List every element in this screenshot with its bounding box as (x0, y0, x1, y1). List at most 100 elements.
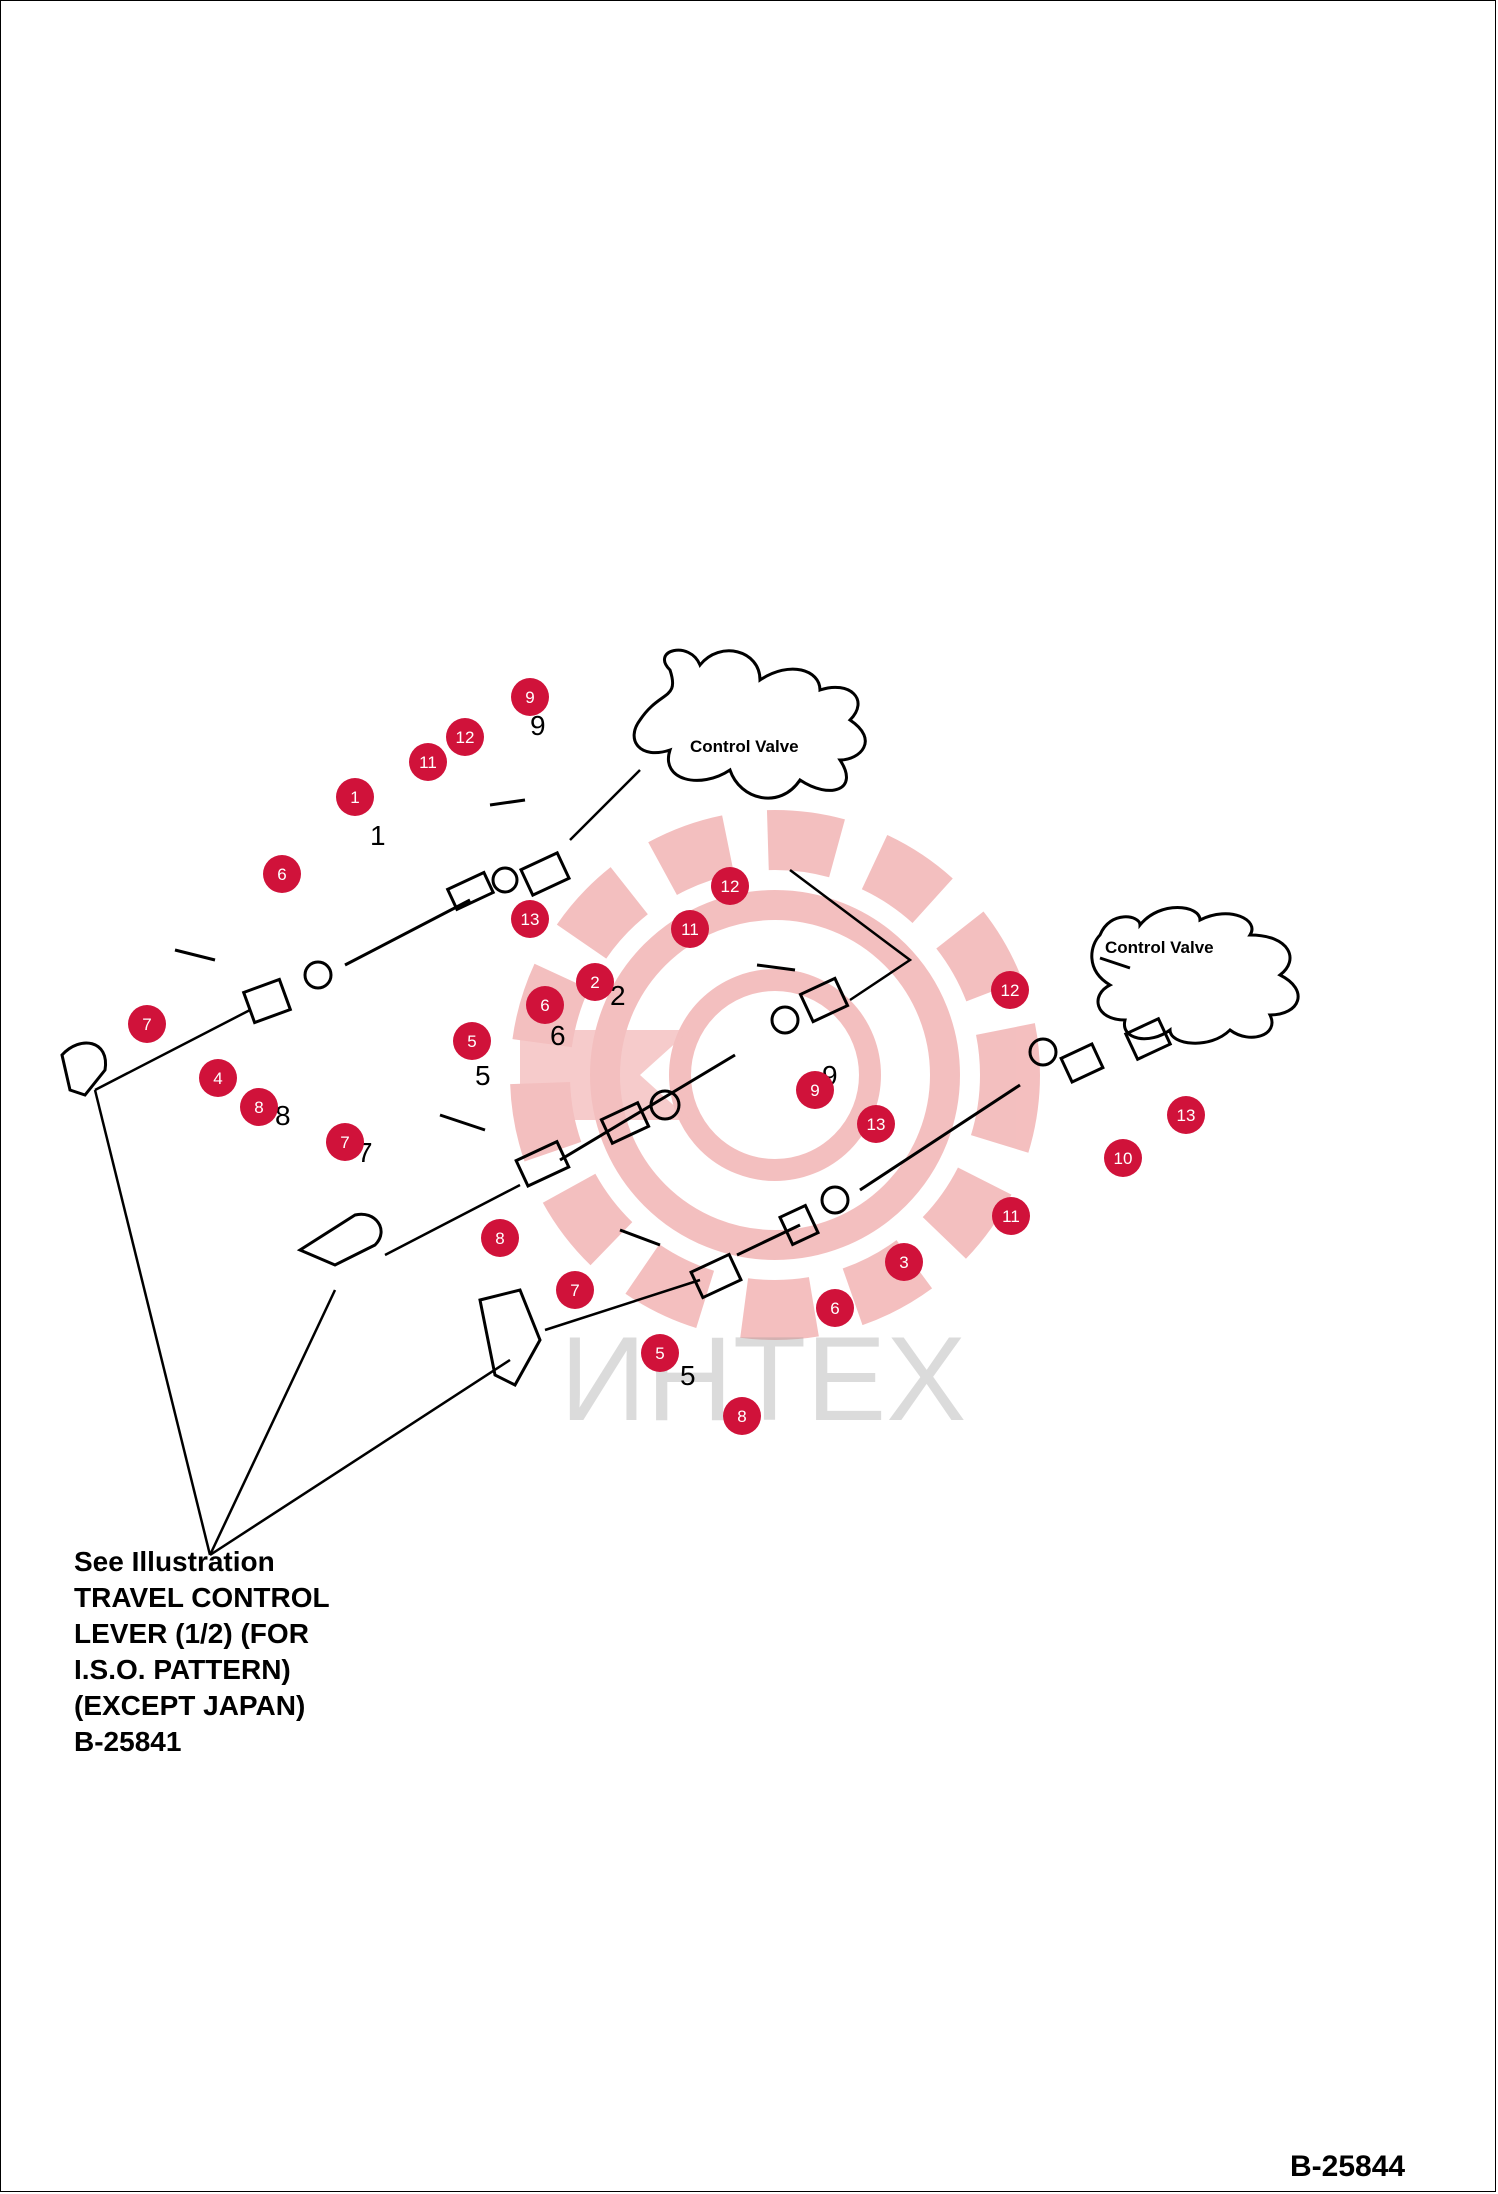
callout-number: 13 (867, 1115, 886, 1134)
callout-badge-11[interactable]: 11 (992, 1197, 1030, 1235)
callout-circle (1167, 1096, 1205, 1134)
note-line: TRAVEL CONTROL (74, 1582, 330, 1613)
note-line: (EXCEPT JAPAN) (74, 1690, 306, 1721)
callout-badge-8[interactable]: 8 (240, 1088, 278, 1126)
callout-number: 9 (525, 688, 534, 707)
callout-circle (240, 1088, 278, 1126)
callout-badge-13[interactable]: 13 (1167, 1096, 1205, 1134)
callout-circle (526, 986, 564, 1024)
callout-number: 8 (737, 1407, 746, 1426)
callout-circle (992, 1197, 1030, 1235)
callout-badge-7[interactable]: 7 (326, 1123, 364, 1161)
callout-number: 7 (142, 1015, 151, 1034)
control-valve-label-right: Control Valve (1105, 938, 1214, 957)
callout-circle (511, 678, 549, 716)
callout-badge-6[interactable]: 6 (263, 855, 301, 893)
callout-circle (1104, 1139, 1142, 1177)
callout-badge-10[interactable]: 10 (1104, 1139, 1142, 1177)
callout-number: 10 (1114, 1149, 1133, 1168)
callout-circle (326, 1123, 364, 1161)
callout-circle (511, 900, 549, 938)
callout-circle (671, 910, 709, 948)
callout-number: 6 (277, 865, 286, 884)
callout-number: 7 (340, 1133, 349, 1152)
callout-circle (796, 1071, 834, 1109)
note-line: LEVER (1/2) (FOR (74, 1618, 309, 1649)
svg-text:5: 5 (680, 1360, 696, 1391)
callout-badge-9[interactable]: 9 (796, 1071, 834, 1109)
callout-badge-2[interactable]: 2 (576, 963, 614, 1001)
callout-number: 8 (495, 1229, 504, 1248)
svg-text:8: 8 (275, 1100, 291, 1131)
callout-number: 13 (521, 910, 540, 929)
control-valve-upper (632, 648, 867, 800)
see-illustration-note: See Illustration TRAVEL CONTROL LEVER (1… (74, 1544, 330, 1760)
callout-circle (263, 855, 301, 893)
callout-badge-12[interactable]: 12 (446, 718, 484, 756)
callout-badge-11[interactable]: 11 (671, 910, 709, 948)
callout-number: 12 (456, 728, 475, 747)
callout-circle (336, 778, 374, 816)
callout-badge-12[interactable]: 12 (991, 971, 1029, 1009)
callout-number: 3 (899, 1253, 908, 1272)
linkage-lines (93, 769, 913, 1557)
svg-text:5: 5 (475, 1060, 491, 1091)
note-line[interactable]: B-25841 (74, 1726, 182, 1757)
callout-circle (128, 1005, 166, 1043)
callout-badge-8[interactable]: 8 (481, 1219, 519, 1257)
callout-badge-3[interactable]: 3 (885, 1243, 923, 1281)
callout-badge-5[interactable]: 5 (453, 1022, 491, 1060)
callout-number: 9 (810, 1081, 819, 1100)
callout-number: 5 (467, 1032, 476, 1051)
callout-number: 4 (213, 1069, 222, 1088)
control-valve-right (1090, 906, 1300, 1045)
callout-circle (641, 1334, 679, 1372)
callout-badge-1[interactable]: 1 (336, 778, 374, 816)
callout-number: 7 (570, 1281, 579, 1300)
callout-circle (481, 1219, 519, 1257)
control-valve-label-upper: Control Valve (690, 737, 799, 756)
callout-badge-13[interactable]: 13 (857, 1105, 895, 1143)
callout-number: 8 (254, 1098, 263, 1117)
parts-group (60, 798, 1173, 1387)
callout-circle (409, 743, 447, 781)
callout-badge-9[interactable]: 9 (511, 678, 549, 716)
callout-badge-7[interactable]: 7 (556, 1271, 594, 1309)
svg-text:6: 6 (550, 1020, 566, 1051)
callout-circle (723, 1397, 761, 1435)
callout-number: 11 (681, 920, 699, 939)
callout-number: 2 (590, 973, 599, 992)
callout-number: 1 (350, 788, 359, 807)
svg-text:2: 2 (610, 980, 626, 1011)
callout-circle (857, 1105, 895, 1143)
callout-number: 12 (721, 877, 740, 896)
callout-badge-6[interactable]: 6 (526, 986, 564, 1024)
callout-badge-7[interactable]: 7 (128, 1005, 166, 1043)
callout-badge-4[interactable]: 4 (199, 1059, 237, 1097)
callout-number: 6 (540, 996, 549, 1015)
callout-circle (199, 1059, 237, 1097)
callout-badge-12[interactable]: 12 (711, 867, 749, 905)
callout-number: 11 (1002, 1207, 1020, 1226)
callout-number: 13 (1177, 1106, 1196, 1125)
svg-text:1: 1 (370, 820, 386, 851)
note-line: I.S.O. PATTERN) (74, 1654, 291, 1685)
callout-circle (816, 1289, 854, 1327)
callout-circle (556, 1271, 594, 1309)
callout-circle (885, 1243, 923, 1281)
callout-badge-13[interactable]: 13 (511, 900, 549, 938)
callout-circle (453, 1022, 491, 1060)
callout-badge-5[interactable]: 5 (641, 1334, 679, 1372)
callout-circle (576, 963, 614, 1001)
callout-badge-6[interactable]: 6 (816, 1289, 854, 1327)
callout-circle (446, 718, 484, 756)
watermark-text: ИНТЕХ (560, 1312, 966, 1446)
callout-number: 5 (655, 1344, 664, 1363)
callout-badge-11[interactable]: 11 (409, 743, 447, 781)
callout-circle (991, 971, 1029, 1009)
svg-text:9: 9 (530, 710, 546, 741)
callout-badge-8[interactable]: 8 (723, 1397, 761, 1435)
note-line[interactable]: See Illustration (74, 1546, 275, 1577)
